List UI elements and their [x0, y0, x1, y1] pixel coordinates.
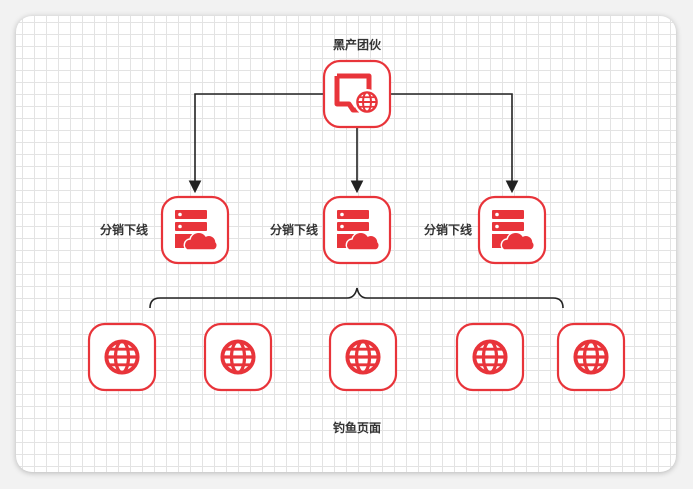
phishing-page-node[interactable] [87, 322, 157, 392]
distribution-node-label: 分销下线 [270, 222, 318, 237]
phishing-page-node[interactable] [455, 322, 525, 392]
arrow-top-to-right [390, 93, 519, 194]
arrow-top-to-left [188, 93, 324, 194]
top-node[interactable] [322, 59, 392, 129]
computer-globe-icon [334, 73, 380, 115]
phishing-pages-label: 钓鱼页面 [333, 420, 381, 435]
distribution-node-label: 分销下线 [100, 222, 148, 237]
distribution-node-label: 分销下线 [424, 222, 472, 237]
grouping-brace [149, 287, 564, 309]
phishing-page-node[interactable] [556, 322, 626, 392]
distribution-node[interactable] [160, 195, 230, 265]
distribution-node[interactable] [322, 195, 392, 265]
phishing-page-node[interactable] [203, 322, 273, 392]
top-node-label: 黑产团伙 [333, 37, 382, 52]
phishing-page-node[interactable] [328, 322, 398, 392]
distribution-node[interactable] [477, 195, 547, 265]
